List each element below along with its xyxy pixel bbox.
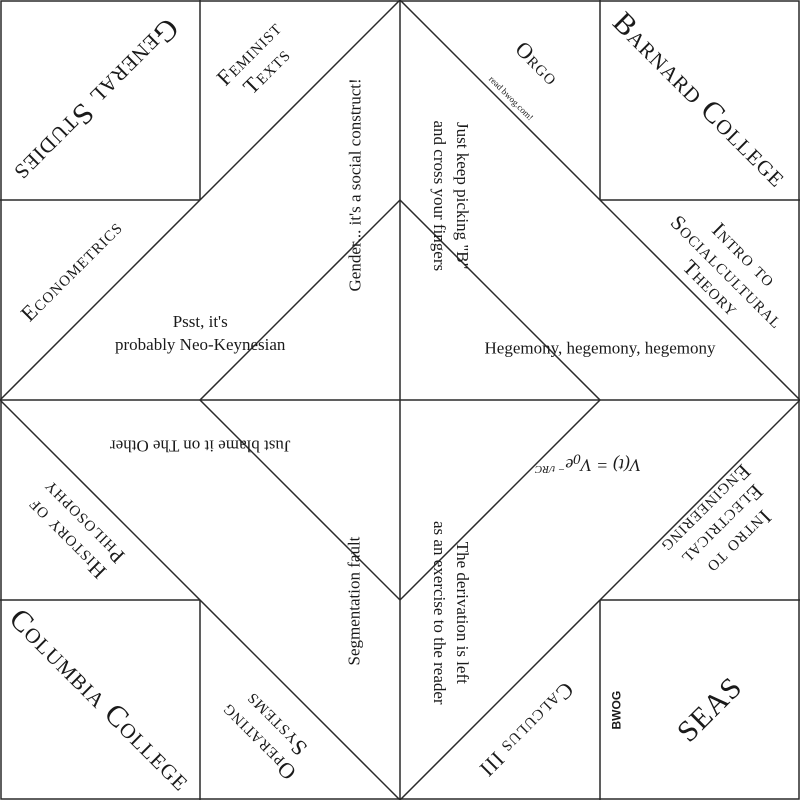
fortune-rc-formula: V(t) = V0e− t/RC [535, 429, 659, 495]
fortune-gender-social-construct: Gender... it's a social construct! [345, 78, 365, 292]
formula-sub: 0 [573, 450, 581, 467]
fortune-blame-the-other: Just blame it on The Other [109, 436, 291, 456]
fortune-neo-keynesian: Psst, it's probably Neo-Keynesian [115, 312, 286, 354]
formula-lhs: V(t) = V [580, 454, 641, 475]
formula-base: e [565, 454, 574, 475]
fortune-segmentation-fault: Segmentation fault [344, 536, 364, 666]
fortune-hegemony: Hegemony, hegemony, hegemony [484, 338, 716, 358]
inner-diamond [198, 198, 602, 602]
fortune-derivation-exercise: The derivation is left as an exercise to… [430, 521, 472, 705]
formula-exponent: − t/RC [535, 462, 566, 475]
corner-label-bwog: BWOG [609, 690, 624, 730]
fortune-keep-picking-b: Just keep picking "B" and cross your fin… [430, 120, 472, 272]
